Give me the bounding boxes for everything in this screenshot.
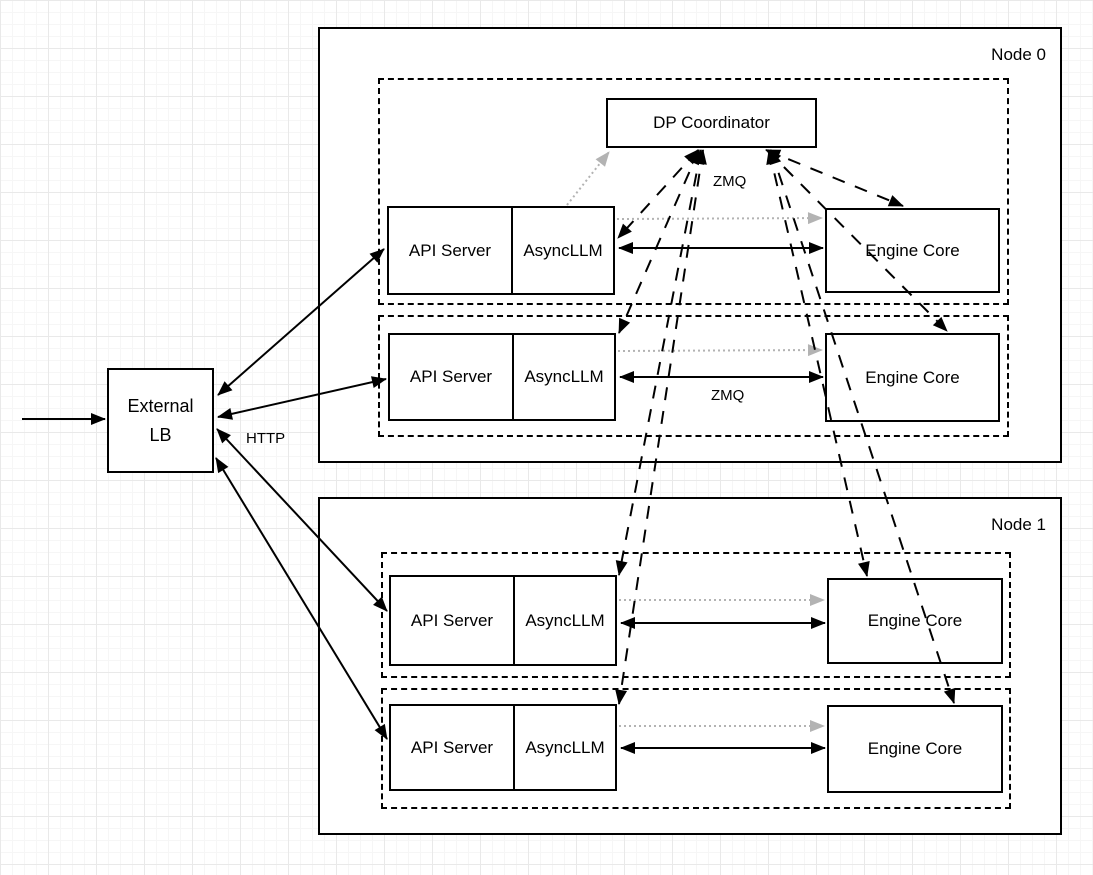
async-llm-box: AsyncLLM [514,335,614,419]
node0-label: Node 0 [991,45,1046,64]
async-llm-label: AsyncLLM [524,367,604,386]
api-server-box: API Server [389,208,513,293]
dp-coordinator-label: DP Coordinator [653,113,770,132]
node0-replica0-engine-core-box: Engine Core [825,208,1000,293]
api-server-box: API Server [391,577,515,664]
external-lb-label-line1: External [127,395,194,416]
engine-core-label: Engine Core [865,367,960,387]
async-llm-box: AsyncLLM [515,706,615,789]
async-llm-label: AsyncLLM [525,610,605,630]
api-server-label: API Server [410,610,494,630]
engine-core-label: Engine Core [867,611,963,630]
node0-replica1-frontend-box: API Server AsyncLLM [388,333,616,421]
api-server-label: API Server [410,737,494,757]
external-lb-box: External LB [107,368,214,473]
async-llm-label: AsyncLLM [523,240,603,260]
http-edge-label: HTTP [246,430,286,447]
zmq-engine-edge-label: ZMQ [711,387,745,404]
external-lb-label-line2: LB [149,424,172,445]
node1-label: Node 1 [991,515,1046,534]
node1-replica1-frontend-box: API Server AsyncLLM [389,704,617,791]
node0-replica0-frontend-box: API Server AsyncLLM [387,206,615,295]
api-server-box: API Server [390,335,514,419]
zmq-coordinator-edge-label: ZMQ [713,173,747,190]
node0-replica1-engine-core-box: Engine Core [825,333,1000,422]
async-llm-box: AsyncLLM [513,208,613,293]
node1-replica1-engine-core-box: Engine Core [827,705,1003,793]
node1-replica0-frontend-box: API Server AsyncLLM [389,575,617,666]
async-llm-box: AsyncLLM [515,577,615,664]
dp-coordinator-box: DP Coordinator [606,98,817,148]
node1-replica0-engine-core-box: Engine Core [827,578,1003,664]
engine-core-label: Engine Core [867,739,963,758]
api-server-box: API Server [391,706,515,789]
api-server-label: API Server [408,240,492,260]
async-llm-label: AsyncLLM [525,737,605,757]
api-server-label: API Server [409,367,493,386]
engine-core-label: Engine Core [865,240,960,260]
